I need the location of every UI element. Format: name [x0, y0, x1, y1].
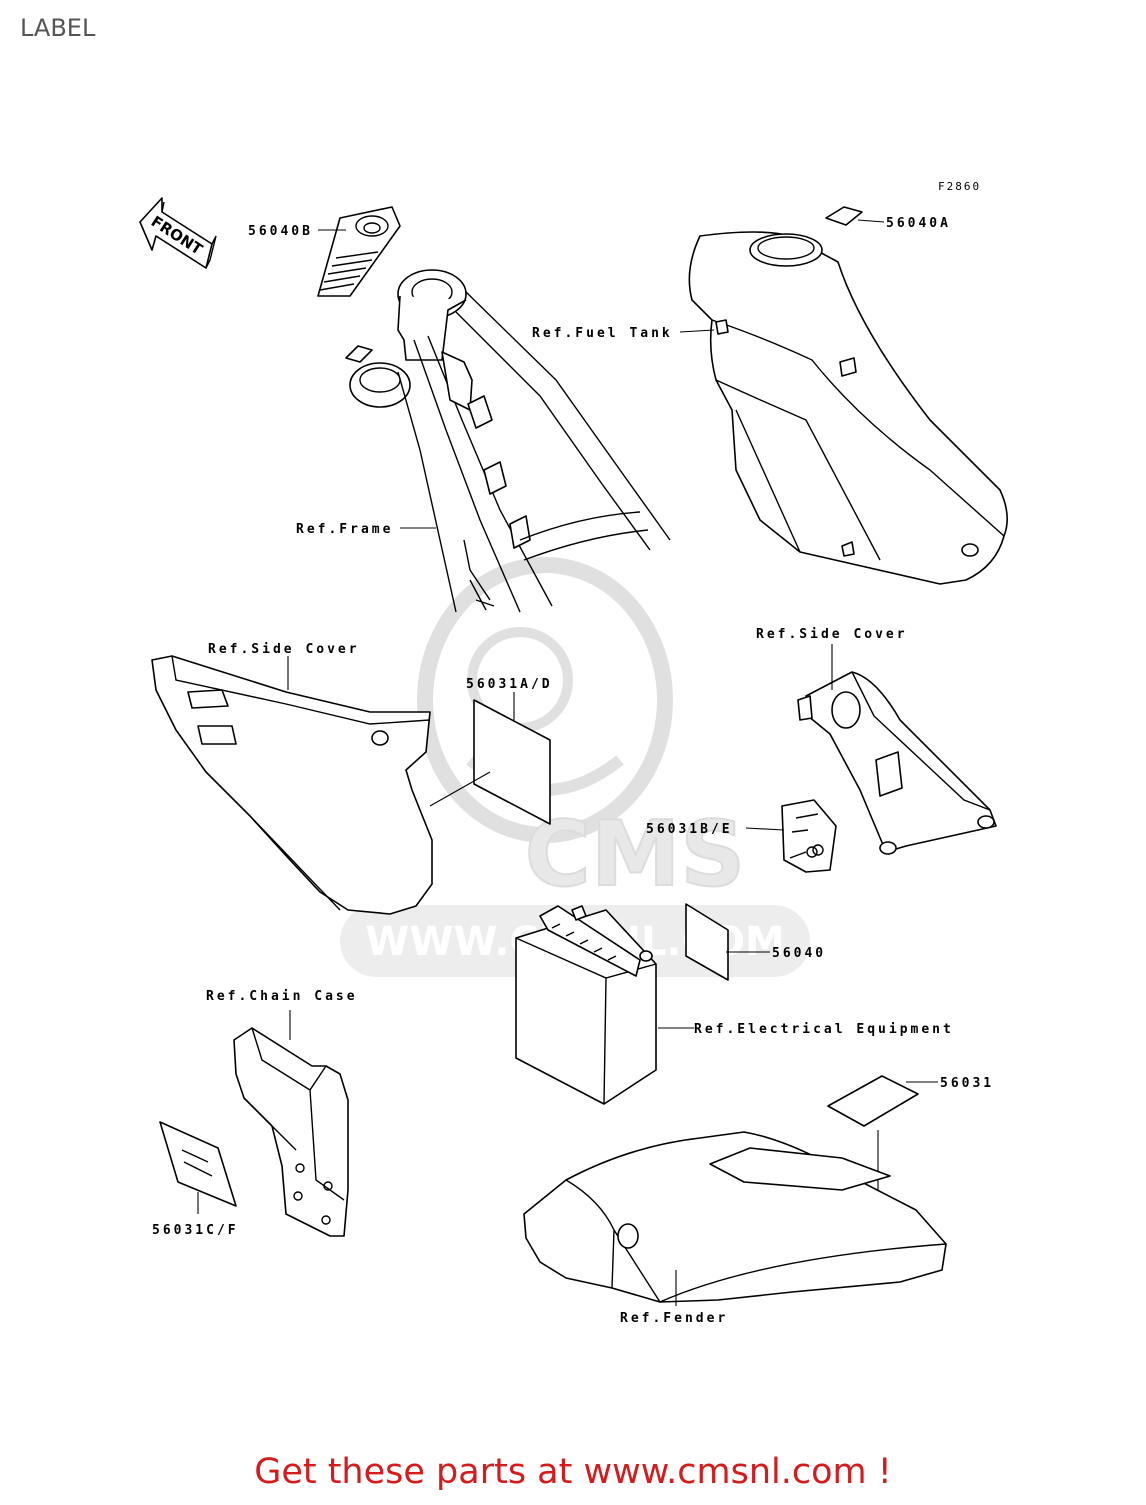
callout-frame: Ref.Frame: [296, 522, 393, 537]
callout-chain-case: Ref.Chain Case: [206, 989, 358, 1004]
callout-side-cover-left: Ref.Side Cover: [208, 642, 360, 657]
callout-56040: 56040: [772, 946, 826, 961]
decal-56040a: [825, 206, 863, 226]
front-arrow-icon: FRONT: [139, 197, 217, 269]
side-cover-right-part: [797, 671, 997, 855]
figure-code: F2860: [938, 180, 981, 193]
decal-56031cf: [159, 1121, 237, 1207]
watermark-brand: CMS: [525, 802, 745, 907]
decal-56031: [827, 1075, 919, 1127]
side-cover-left-part: [151, 655, 433, 915]
page-title: LABEL: [20, 14, 96, 42]
footer-banner-link[interactable]: Get these parts at www.cmsnl.com !: [254, 1452, 892, 1492]
callout-electrical: Ref.Electrical Equipment: [694, 1022, 954, 1037]
decal-56040b: [317, 206, 401, 297]
decal-56031be: [781, 799, 837, 873]
decal-56040: [685, 903, 729, 981]
callout-side-cover-right: Ref.Side Cover: [756, 627, 908, 642]
fender-part: [523, 1131, 947, 1303]
callout-fuel-tank: Ref.Fuel Tank: [532, 326, 673, 341]
callout-56040a: 56040A: [886, 216, 951, 231]
callout-56031ad: 56031A/D: [466, 677, 553, 692]
frame-part: [345, 269, 671, 613]
callout-56031: 56031: [940, 1076, 994, 1091]
callout-56031cf: 56031C/F: [152, 1223, 239, 1238]
fuel-tank-part: [688, 231, 1008, 585]
chain-case-part: [233, 1027, 349, 1237]
callout-fender: Ref.Fender: [620, 1311, 728, 1326]
callout-56031be: 56031B/E: [646, 822, 733, 837]
decal-56031ad: [473, 699, 551, 825]
callout-56040b: 56040B: [248, 224, 313, 239]
battery-part: [515, 905, 657, 1105]
